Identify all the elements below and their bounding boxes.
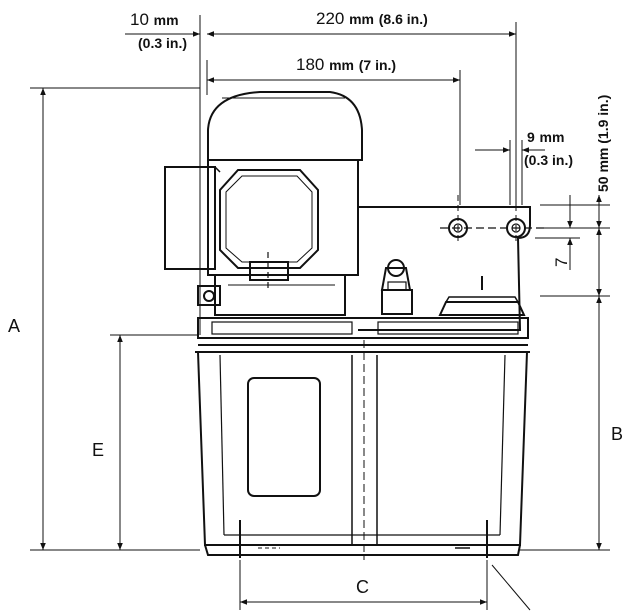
motor-face bbox=[219, 169, 319, 269]
dim-10mm-inch: (0.3 in.) bbox=[138, 35, 187, 51]
dim-9mm-inch: (0.3 in.) bbox=[524, 152, 573, 168]
terminal-box bbox=[164, 166, 216, 270]
dim-10mm-value: 10 mm bbox=[130, 10, 179, 29]
dim-9mm-value: 9 mm bbox=[527, 127, 564, 146]
dim-50mm: 50 mm (1.9 in.) bbox=[595, 95, 611, 192]
label-b: B bbox=[611, 424, 623, 444]
dim-7: 7 bbox=[552, 258, 571, 267]
sight-window bbox=[247, 377, 321, 497]
dim-220mm: 220 mm (8.6 in.) bbox=[316, 9, 428, 28]
motor-body bbox=[207, 159, 359, 276]
label-a: A bbox=[8, 316, 20, 336]
reservoir bbox=[197, 351, 528, 546]
mounting-plate bbox=[358, 206, 531, 331]
pump-unit-outline bbox=[164, 91, 545, 560]
dim-180mm: 180 mm (7 in.) bbox=[296, 55, 396, 74]
motor-cap bbox=[207, 91, 363, 161]
label-e: E bbox=[92, 440, 104, 460]
dimension-labels: 10 mm (0.3 in.) 220 mm (8.6 in.) 180 mm … bbox=[8, 9, 623, 597]
filler-cap bbox=[438, 301, 526, 316]
dimension-lines bbox=[30, 15, 610, 611]
label-c: C bbox=[356, 577, 369, 597]
